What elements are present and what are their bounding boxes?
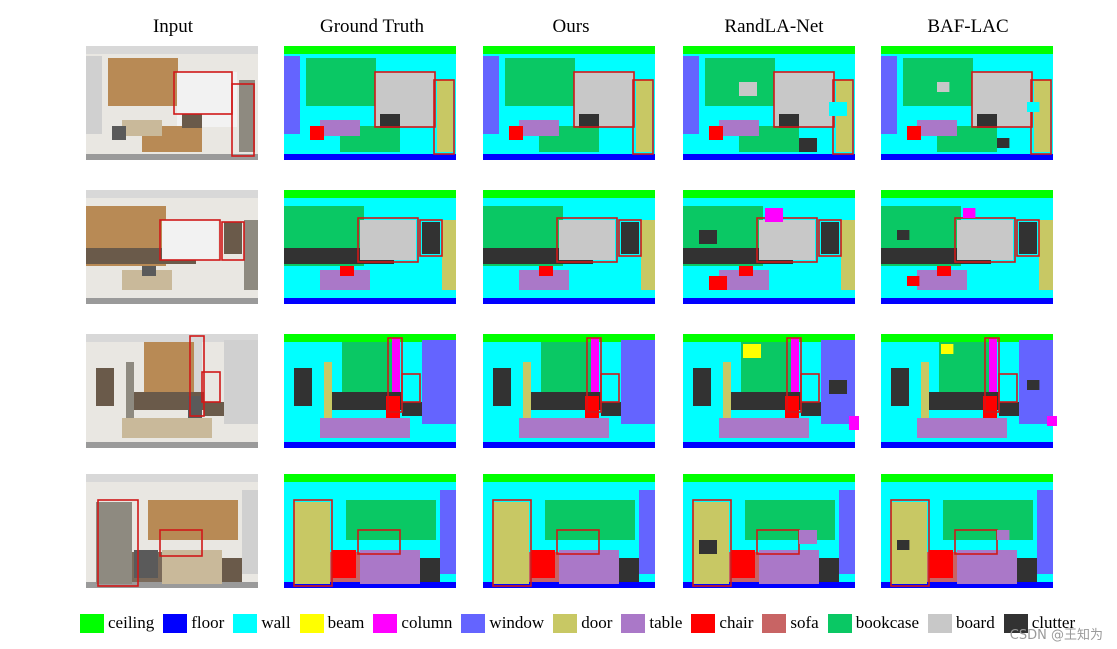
scene-render [881, 46, 1053, 160]
scene-render [881, 190, 1053, 304]
scene-input-row-3 [82, 330, 262, 455]
scene-ground-truth-row-2 [280, 186, 460, 311]
column-title-baf-lac: BAF-LAC [927, 16, 1009, 37]
scene-render [86, 190, 258, 304]
legend-swatch [928, 613, 952, 633]
scene-ours-row-4 [479, 470, 659, 595]
legend-swatch [80, 613, 104, 633]
legend: ceiling floor wall beam column window do… [80, 610, 1084, 636]
legend-swatch [1003, 613, 1028, 633]
scene-ours-row-1 [479, 42, 659, 167]
legend-label: table [649, 613, 683, 632]
scene-baf-lac-row-2 [877, 186, 1057, 311]
legend-item-clutter: clutter [1003, 613, 1076, 633]
scene-render [86, 334, 258, 448]
scene-ground-truth-row-4 [280, 470, 460, 595]
legend-item-beam: beam [299, 613, 365, 633]
legend-label: wall [261, 613, 291, 632]
legend-label: floor [191, 613, 225, 632]
legend-label: bookcase [855, 613, 919, 632]
legend-label: column [401, 613, 453, 632]
legend-swatch [373, 613, 398, 633]
legend-swatch [299, 613, 324, 633]
scene-randla-net-row-3 [679, 330, 859, 455]
legend-swatch [553, 613, 578, 633]
legend-swatch [233, 613, 258, 633]
legend-item-table: table [621, 613, 682, 633]
legend-item-wall: wall [233, 613, 291, 633]
legend-label: window [489, 613, 545, 632]
scene-render [483, 474, 655, 588]
legend-label: beam [327, 613, 365, 632]
scene-ours-row-3 [479, 330, 659, 455]
scene-render [86, 46, 258, 160]
scene-render [683, 46, 855, 160]
legend-item-floor: floor [163, 613, 224, 633]
scene-render [284, 46, 456, 160]
legend-item-bookcase: bookcase [827, 613, 919, 633]
scene-input-row-1 [82, 42, 262, 167]
legend-swatch [762, 613, 787, 633]
scene-ground-truth-row-3 [280, 330, 460, 455]
watermark: CSDN @王知为 [1009, 628, 1103, 643]
legend-swatch [621, 613, 646, 633]
legend-item-window: window [461, 613, 544, 633]
legend-item-board: board [928, 613, 995, 633]
scene-ground-truth-row-1 [280, 42, 460, 167]
scene-randla-net-row-2 [679, 186, 859, 311]
scene-randla-net-row-4 [679, 470, 859, 595]
scene-input-row-4 [82, 470, 262, 595]
legend-item-door: door [553, 613, 612, 633]
scene-baf-lac-row-3 [877, 330, 1057, 455]
scene-baf-lac-row-1 [877, 42, 1057, 167]
scene-randla-net-row-1 [679, 42, 859, 167]
legend-swatch [461, 613, 486, 633]
legend-item-column: column [373, 613, 452, 633]
scene-render [683, 190, 855, 304]
legend-label: sofa [790, 613, 819, 632]
legend-swatch [163, 613, 188, 633]
legend-label: board [956, 613, 995, 632]
legend-swatch [691, 613, 716, 633]
scene-render [284, 190, 456, 304]
legend-label: ceiling [108, 613, 155, 632]
legend-item-chair: chair [691, 613, 753, 633]
scene-render [483, 190, 655, 304]
legend-item-ceiling: ceiling [80, 613, 154, 633]
legend-label: door [581, 613, 613, 632]
scene-render [483, 46, 655, 160]
scene-render [483, 334, 655, 448]
legend-label: clutter [1031, 613, 1076, 632]
scene-ours-row-2 [479, 186, 659, 311]
legend-swatch [827, 613, 852, 633]
scene-render [881, 334, 1057, 448]
legend-label: chair [719, 613, 754, 632]
column-title-input: Input [152, 16, 194, 37]
scene-render [284, 474, 456, 588]
column-title-ground-truth: Ground Truth [320, 16, 424, 37]
scene-render [683, 474, 855, 588]
column-title-randla-net: RandLA-Net [724, 16, 824, 37]
scene-baf-lac-row-4 [877, 470, 1057, 595]
scene-render [86, 474, 258, 588]
scene-render [284, 334, 456, 448]
scene-render [881, 474, 1053, 588]
scene-render [683, 334, 859, 448]
legend-item-sofa: sofa [762, 613, 819, 633]
scene-input-row-2 [82, 186, 262, 311]
column-title-ours: Ours [552, 16, 590, 37]
